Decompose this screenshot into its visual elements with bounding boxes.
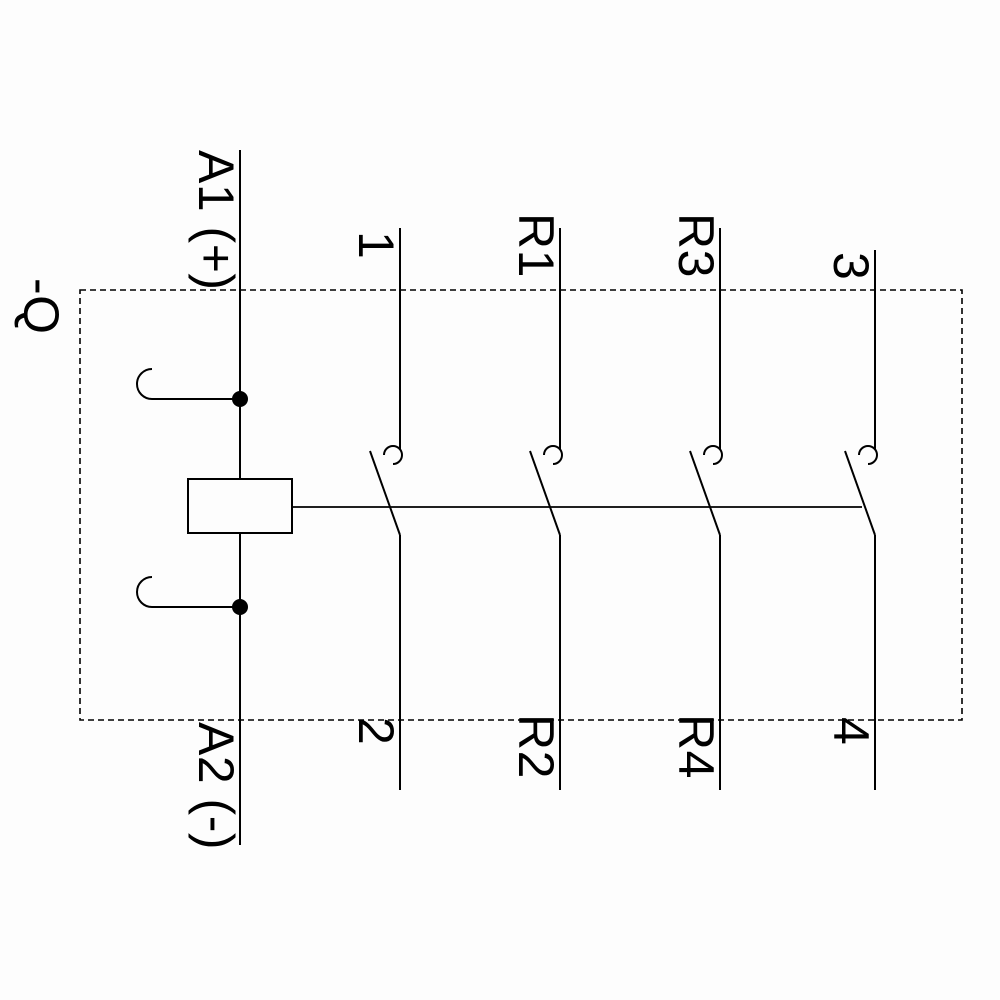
- pole-1-bottom-terminal-label: 2: [348, 717, 404, 746]
- pole-2-top-terminal-label: R1: [508, 213, 564, 278]
- pole-1-contact-arc: [383, 445, 403, 465]
- coil-terminal-a1-label: A1 (+): [188, 150, 244, 291]
- pole-3-contact-arc: [703, 445, 723, 465]
- pole-2-bottom-terminal-label: R2: [508, 714, 564, 779]
- pole-2-contact-arc: [543, 445, 563, 465]
- pole-3-top-terminal-label: R3: [668, 213, 724, 278]
- enclosure-boundary: [79, 289, 963, 721]
- coil-symbol: [187, 478, 293, 534]
- pole-1-blade: [369, 450, 401, 536]
- junction-dot-a1: [232, 391, 248, 407]
- junction-dot-a2: [232, 599, 248, 615]
- pole-4-top-terminal-label: 3: [823, 252, 879, 281]
- socket-arc-a1: [136, 368, 153, 400]
- pole-4-blade: [844, 450, 876, 536]
- pole-4-contact-arc: [858, 445, 878, 465]
- pole-3-bottom-terminal-label: R4: [668, 714, 724, 779]
- device-tag-label: -Q: [13, 278, 69, 335]
- pole-4-bottom-terminal-label: 4: [823, 717, 879, 746]
- coil-terminal-a2-label: A2 (-): [188, 722, 244, 850]
- pole-2-blade: [529, 450, 561, 536]
- pole-1-top-terminal-label: 1: [348, 231, 404, 260]
- socket-arc-a2: [136, 576, 153, 608]
- pole-3-blade: [689, 450, 721, 536]
